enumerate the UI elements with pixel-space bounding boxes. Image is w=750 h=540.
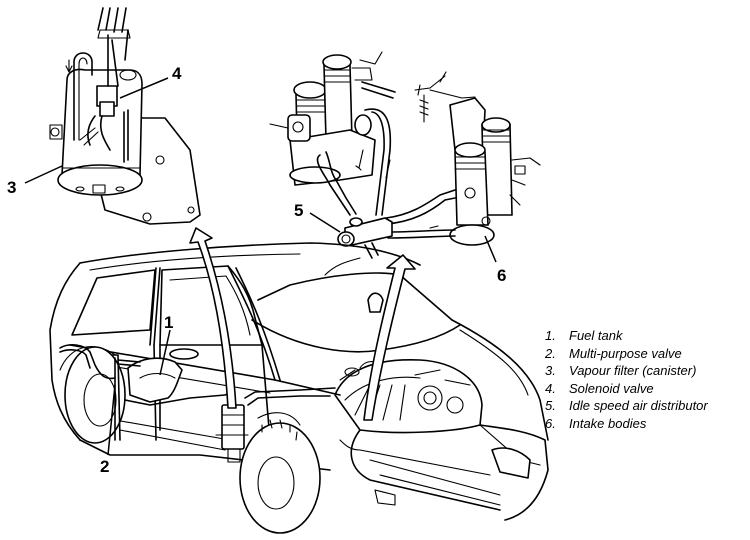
legend-item: 4. Solenoid valve <box>545 380 708 398</box>
canister-detail-drawing <box>49 7 201 225</box>
leader-line-2 <box>107 384 116 456</box>
legend-number: 6. <box>545 415 556 431</box>
leader-line-3 <box>24 165 63 184</box>
legend-text: Solenoid valve <box>569 380 654 396</box>
canister-flow-arrow <box>189 227 237 409</box>
car-body-drawing <box>49 242 549 534</box>
leader-line-4 <box>119 77 169 99</box>
legend-text: Vapour filter (canister) <box>569 363 697 379</box>
flow-arrows <box>189 227 416 421</box>
callout-3: 3 <box>7 178 16 197</box>
legend-item: 1. Fuel tank <box>545 327 708 345</box>
legend-item: 3. Vapour filter (canister) <box>545 362 708 380</box>
leader-lines <box>24 77 497 456</box>
callout-6: 6 <box>497 266 506 285</box>
legend-number: 5. <box>545 398 556 414</box>
callout-numbers: 1 2 3 4 5 6 <box>7 64 506 476</box>
legend-number: 3. <box>545 363 556 379</box>
leader-line-6 <box>484 235 497 263</box>
leader-line-5 <box>309 212 341 233</box>
callout-2: 2 <box>100 457 109 476</box>
legend-text: Multi-purpose valve <box>569 345 682 361</box>
legend-number: 4. <box>545 380 556 396</box>
intake-flow-arrow <box>363 254 416 421</box>
callout-4: 4 <box>172 64 182 83</box>
leader-line-1 <box>159 329 171 376</box>
legend-item: 5. Idle speed air distributor <box>545 397 708 415</box>
legend-item: 2. Multi-purpose valve <box>545 345 708 363</box>
legend: 1. Fuel tank 2. Multi-purpose valve 3. V… <box>545 327 708 433</box>
legend-item: 6. Intake bodies <box>545 415 708 433</box>
callout-1: 1 <box>164 313 173 332</box>
legend-text: Fuel tank <box>569 328 623 343</box>
legend-number: 1. <box>545 328 556 343</box>
callout-5: 5 <box>294 201 303 220</box>
legend-text: Idle speed air distributor <box>569 398 708 414</box>
intake-detail-drawing <box>269 51 541 259</box>
legend-number: 2. <box>545 345 556 361</box>
legend-text: Intake bodies <box>569 415 647 431</box>
